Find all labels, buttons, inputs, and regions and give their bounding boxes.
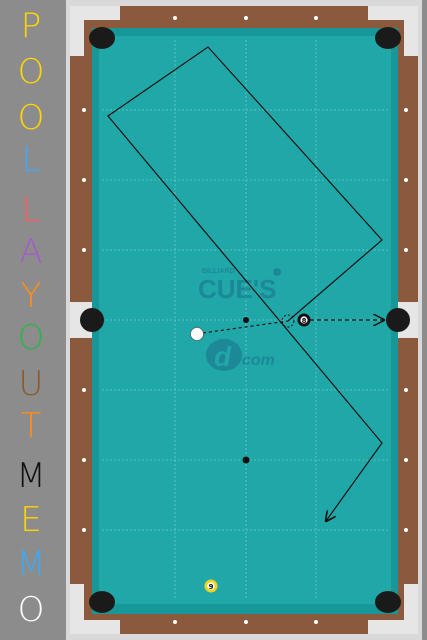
diamond-marker-icon bbox=[404, 248, 408, 252]
corner-cap-bottom-right bbox=[368, 584, 418, 634]
pocket-icon bbox=[375, 591, 401, 613]
title-letter: L bbox=[21, 140, 41, 180]
diamond-marker-icon bbox=[173, 16, 177, 20]
pocket-icon bbox=[89, 27, 115, 49]
corner-cap-bottom-left bbox=[70, 584, 120, 634]
pocket-icon bbox=[89, 591, 115, 613]
diamond-markers bbox=[82, 16, 408, 624]
title-letter: M bbox=[16, 544, 46, 584]
title-letter: L bbox=[21, 190, 41, 230]
ball-8-label: 8 bbox=[302, 317, 307, 325]
diamond-marker-icon bbox=[244, 16, 248, 20]
pocket-icon bbox=[386, 308, 410, 332]
corner-cap-top-left bbox=[70, 6, 120, 56]
diamond-marker-icon bbox=[82, 528, 86, 532]
watermark-line2: CUE'S bbox=[198, 274, 276, 304]
title-letter: P bbox=[20, 6, 42, 46]
title-letter: O bbox=[17, 590, 45, 630]
diamond-marker-icon bbox=[244, 620, 248, 624]
watermark-figure-icon bbox=[273, 268, 281, 276]
watermark-line1: BILLIARD bbox=[202, 268, 235, 275]
pool-table: BILLIARD CUE'S d com 8 9 bbox=[66, 0, 422, 640]
title-letter: O bbox=[17, 98, 45, 138]
diamond-marker-icon bbox=[82, 178, 86, 182]
title-letter: T bbox=[20, 406, 42, 446]
ghost-ball bbox=[281, 314, 295, 328]
watermark-d-icon bbox=[206, 339, 242, 371]
diamond-marker-icon bbox=[82, 248, 86, 252]
pocket-icon bbox=[375, 27, 401, 49]
cue-ball[interactable] bbox=[190, 327, 204, 341]
center-spot bbox=[243, 317, 249, 323]
aim-line bbox=[202, 320, 289, 334]
title-letter: U bbox=[18, 364, 44, 404]
diamond-marker-icon bbox=[404, 178, 408, 182]
ball-8[interactable]: 8 bbox=[297, 313, 311, 327]
title-letter: M bbox=[16, 456, 46, 496]
watermark-d-letter: d bbox=[214, 341, 232, 372]
foot-spot bbox=[242, 456, 250, 464]
diamond-marker-icon bbox=[314, 620, 318, 624]
title-letter: Y bbox=[20, 276, 42, 316]
title-letter: A bbox=[19, 232, 43, 272]
diamond-marker-icon bbox=[82, 388, 86, 392]
pockets bbox=[80, 27, 410, 613]
diamond-marker-icon bbox=[82, 108, 86, 112]
ball-9-label: 9 bbox=[209, 583, 214, 591]
cue-ball-path bbox=[107, 46, 383, 521]
pocket-icon bbox=[80, 308, 104, 332]
diamond-marker-icon bbox=[173, 620, 177, 624]
diamond-marker-icon bbox=[82, 458, 86, 462]
diamond-marker-icon bbox=[404, 388, 408, 392]
title-letter: E bbox=[20, 500, 42, 540]
diamond-marker-icon bbox=[404, 528, 408, 532]
title-letter: O bbox=[17, 52, 45, 92]
title-letter: O bbox=[17, 318, 45, 358]
diamond-marker-icon bbox=[314, 16, 318, 20]
watermark-line3: com bbox=[242, 352, 275, 369]
diamond-marker-icon bbox=[404, 458, 408, 462]
corner-cap-top-right bbox=[368, 6, 418, 56]
watermark-logo: BILLIARD CUE'S d com bbox=[198, 268, 281, 372]
diamond-marker-icon bbox=[404, 108, 408, 112]
ball-9[interactable]: 9 bbox=[204, 579, 218, 593]
